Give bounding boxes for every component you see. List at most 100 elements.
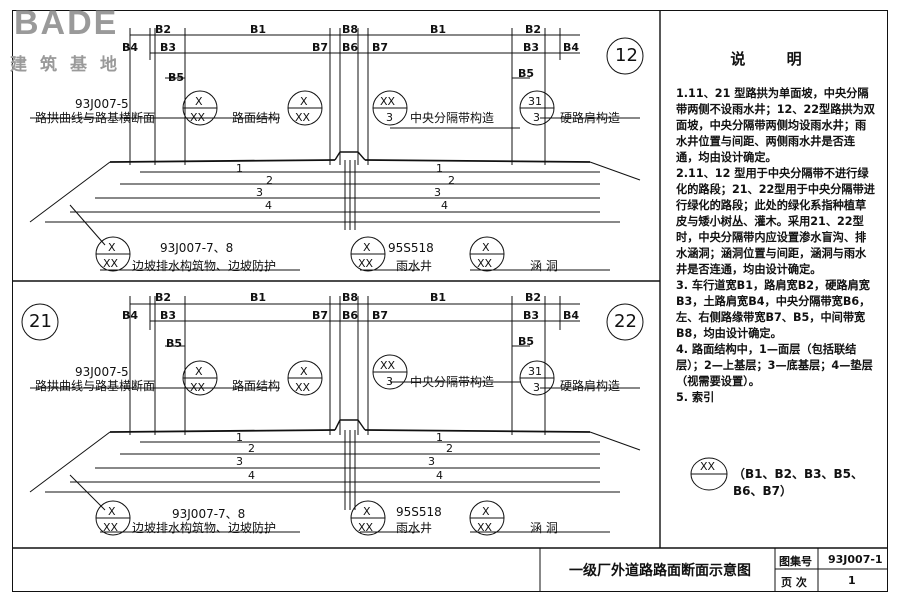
dim-b2-right: B2 bbox=[525, 291, 542, 304]
atlas-label: 图集号 bbox=[779, 555, 812, 568]
index-top: X bbox=[195, 365, 203, 378]
index-bottom: XX bbox=[190, 111, 206, 124]
index-bottom: 3 bbox=[386, 375, 393, 388]
layer-3: 3 bbox=[256, 186, 263, 199]
index-bottom: XX bbox=[477, 257, 493, 270]
index-top: X bbox=[482, 505, 490, 518]
index-bottom: 3 bbox=[533, 111, 540, 124]
dim-b6: B6 bbox=[342, 41, 359, 54]
label-road-crown: 路拱曲线与路基横断面 bbox=[35, 111, 156, 125]
label-slope-drainage: 边坡排水构筑物、边坡防护 bbox=[132, 521, 277, 535]
dim-b7-right: B7 bbox=[372, 41, 389, 54]
dim-b7: B7 bbox=[312, 309, 329, 322]
label-road-crown: 路拱曲线与路基横断面 bbox=[35, 379, 156, 393]
index-top: 31 bbox=[528, 95, 542, 108]
layer-3: 3 bbox=[236, 455, 243, 468]
index-bottom: XX bbox=[103, 257, 119, 270]
index-bottom: 3 bbox=[533, 381, 540, 394]
dim-b5-right: B5 bbox=[518, 335, 535, 348]
dim-b7: B7 bbox=[312, 41, 329, 54]
dim-b2-right: B2 bbox=[525, 23, 542, 36]
index-bottom: XX bbox=[295, 381, 311, 394]
layer-1-right: 1 bbox=[436, 162, 443, 175]
index-bottom: XX bbox=[358, 257, 374, 270]
note-item: 3. 车行道宽B1，路肩宽B2，硬路肩宽B3，土路肩宽B4，中央分隔带宽B6，左… bbox=[676, 279, 871, 340]
layer-2: 2 bbox=[248, 442, 255, 455]
page-label: 页 次 bbox=[781, 576, 807, 589]
label-hard-shoulder: 硬路肩构造 bbox=[560, 111, 621, 125]
dim-b5-right: B5 bbox=[518, 67, 535, 80]
index-bottom: XX bbox=[190, 381, 206, 394]
index-top: X bbox=[300, 95, 308, 108]
layer-4-right: 4 bbox=[441, 199, 448, 212]
dim-b1-right: B1 bbox=[430, 291, 447, 304]
index-top: 31 bbox=[528, 365, 542, 378]
index-bottom: XX bbox=[103, 521, 119, 534]
note-item: 4. 路面结构中，1—面层（包括联结层）；2—上基层；3—底基层；4—垫层（视需… bbox=[676, 343, 873, 388]
label-hard-shoulder: 硬路肩构造 bbox=[560, 379, 621, 393]
dim-b5: B5 bbox=[168, 71, 185, 84]
dim-b1: B1 bbox=[250, 23, 267, 36]
page-value: 1 bbox=[848, 574, 856, 587]
index-bottom: XX bbox=[358, 521, 374, 534]
ref-95s518: 95S518 bbox=[396, 505, 442, 519]
dim-b3-right: B3 bbox=[523, 41, 540, 54]
note-item: 2.11、12 型用于中央分隔带不进行绿化的路段；21、22型用于中央分隔带进行… bbox=[676, 167, 875, 276]
ref-95s518: 95S518 bbox=[388, 241, 434, 255]
legend-index-text: （B1、B2、B3、B5、B6、B7） bbox=[733, 467, 863, 498]
note-item: 5. 索引 bbox=[676, 391, 715, 404]
dim-b3-right: B3 bbox=[523, 309, 540, 322]
drawing-frame bbox=[12, 10, 888, 592]
dim-b7-right: B7 bbox=[372, 309, 389, 322]
panel-number-12: 12 bbox=[615, 45, 638, 66]
index-top: X bbox=[108, 505, 116, 518]
index-top: XX bbox=[380, 95, 396, 108]
legend-index-top: XX bbox=[700, 460, 716, 473]
panel-number-22: 22 bbox=[614, 311, 637, 332]
layer-4: 4 bbox=[265, 199, 272, 212]
label-rain-well: 雨水井 bbox=[396, 259, 433, 273]
dim-b4: B4 bbox=[122, 309, 139, 322]
notes-title: 说 明 bbox=[730, 50, 820, 68]
layer-1: 1 bbox=[236, 431, 243, 444]
layer-4-right: 4 bbox=[436, 469, 443, 482]
watermark-logo: BADE bbox=[14, 4, 119, 42]
index-top: X bbox=[195, 95, 203, 108]
layer-4: 4 bbox=[248, 469, 255, 482]
dim-b2: B2 bbox=[155, 23, 172, 36]
label-rain-well: 雨水井 bbox=[396, 521, 433, 535]
label-culvert: 涵 洞 bbox=[530, 259, 558, 273]
layer-3-right: 3 bbox=[428, 455, 435, 468]
layer-2-right: 2 bbox=[448, 174, 455, 187]
dim-b1-right: B1 bbox=[430, 23, 447, 36]
index-bottom: XX bbox=[295, 111, 311, 124]
label-median-structure: 中央分隔带构造 bbox=[410, 375, 495, 389]
index-top: X bbox=[108, 241, 116, 254]
ref-93j007-7-8: 93J007-7、8 bbox=[160, 241, 234, 255]
index-bottom: 3 bbox=[386, 111, 393, 124]
watermark-text: 建筑基地 bbox=[10, 55, 130, 75]
layer-1-right: 1 bbox=[436, 431, 443, 444]
layer-2-right: 2 bbox=[446, 442, 453, 455]
dim-b5: B5 bbox=[166, 337, 183, 350]
layer-1: 1 bbox=[236, 162, 243, 175]
ref-93j007-5: 93J007-5 bbox=[75, 97, 129, 111]
atlas-value: 93J007-1 bbox=[828, 553, 883, 566]
dim-b2: B2 bbox=[155, 291, 172, 304]
notes-body: 1.11、21 型路拱为单面坡，中央分隔带两侧不设雨水井；12、22型路拱为双面… bbox=[676, 86, 876, 406]
ref-93j007-5: 93J007-5 bbox=[75, 365, 129, 379]
dim-b4-right: B4 bbox=[563, 309, 580, 322]
dim-b1: B1 bbox=[250, 291, 267, 304]
label-pavement-structure: 路面结构 bbox=[232, 111, 281, 125]
dim-b3: B3 bbox=[160, 309, 177, 322]
label-slope-drainage: 边坡排水构筑物、边坡防护 bbox=[132, 259, 277, 273]
label-pavement-structure: 路面结构 bbox=[232, 379, 281, 393]
drawing-title: 一级厂外道路路面断面示意图 bbox=[569, 563, 751, 579]
ref-93j007-7-8: 93J007-7、8 bbox=[172, 507, 246, 521]
dim-b6: B6 bbox=[342, 309, 359, 322]
layer-2: 2 bbox=[266, 174, 273, 187]
index-bottom: XX bbox=[477, 521, 493, 534]
index-top: XX bbox=[380, 359, 396, 372]
index-top: X bbox=[482, 241, 490, 254]
